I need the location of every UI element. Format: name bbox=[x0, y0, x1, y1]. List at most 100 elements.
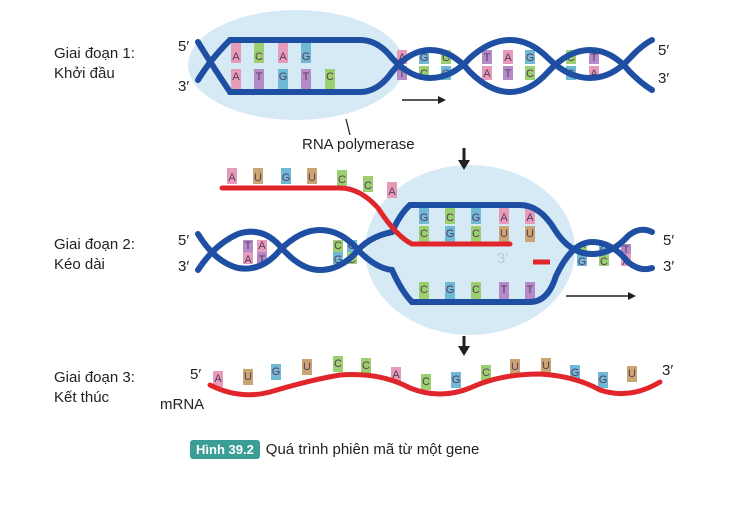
stage2-left-top-base-letter: A bbox=[258, 240, 266, 252]
stage2-left-bottom-base-letter: A bbox=[244, 254, 252, 266]
stage2-template-rna-base: U bbox=[499, 226, 509, 242]
stage1-helix-bottom-base: T bbox=[503, 66, 513, 80]
stage-3-title: Giai đoạn 3: bbox=[54, 369, 135, 386]
down-arrow-1-head bbox=[458, 160, 470, 170]
stage2-template-top-base-letter: C bbox=[446, 212, 454, 224]
stage2-left-3prime: 3′ bbox=[178, 258, 190, 275]
stage-3-label: Giai đoạn 3: Kết thúc bbox=[54, 368, 135, 408]
stage1-open-bottom-base: G bbox=[278, 69, 288, 89]
stage2-right-3prime: 3′ bbox=[663, 258, 675, 275]
stage1-open-top-base: A bbox=[278, 43, 288, 63]
stage2-template-rna-base-letter: U bbox=[500, 228, 508, 240]
stage3-mrna-base-letter: G bbox=[571, 367, 580, 379]
stage3-mrna-base-letter: G bbox=[452, 374, 461, 386]
stage2-coding-bottom-base: T bbox=[499, 282, 509, 300]
stage3-mrna-base: G bbox=[271, 364, 281, 380]
stage2-template-rna-base: G bbox=[445, 226, 455, 242]
stage1-open-top-base: G bbox=[301, 43, 311, 63]
stage1-arrowhead bbox=[438, 96, 446, 104]
rna-polymerase-pointer bbox=[345, 118, 351, 136]
stage1-open-bottom-base-letter: A bbox=[232, 71, 240, 83]
stage3-mrna-base-letter: G bbox=[599, 374, 608, 386]
stage3-mrna-base-letter: G bbox=[272, 366, 281, 378]
figure-caption: Hình 39.2 Quá trình phiên mã từ một gene bbox=[190, 438, 479, 460]
stage1-helix-bottom-base-letter: T bbox=[399, 68, 406, 80]
stage2-template-rna-base-letter: U bbox=[526, 228, 534, 240]
down-arrow-2-head bbox=[458, 346, 470, 356]
stage1-open-top-base-letter: A bbox=[232, 51, 240, 63]
stage2-mrna-base-letter: U bbox=[254, 172, 262, 184]
stage2-right-bottom-base-letter: G bbox=[578, 256, 587, 268]
stage2-coding-bottom-base-letter: T bbox=[527, 284, 534, 296]
stage1-helix-bottom-base: T bbox=[397, 66, 407, 80]
stage2-template-rna-base: U bbox=[525, 226, 535, 242]
stage2-left-top-base: T bbox=[243, 240, 253, 252]
stage3-5prime: 5′ bbox=[190, 366, 202, 383]
stage1-helix-bottom-base: C bbox=[525, 66, 535, 80]
stage2-mrna-base-letter: G bbox=[282, 172, 291, 184]
stage3-mrna-base-letter: U bbox=[511, 361, 519, 373]
stage3-mrna-base-letter: U bbox=[303, 361, 311, 373]
stage1-helix-top-base-letter: T bbox=[591, 52, 598, 64]
stage2-mrna-base: C bbox=[363, 176, 373, 192]
stage1-right-3prime: 3′ bbox=[658, 70, 670, 87]
stage2-coding-bottom-base: G bbox=[445, 282, 455, 300]
stage1-open-bottom-base-letter: T bbox=[256, 71, 263, 83]
stage3-mrna-base: U bbox=[541, 358, 551, 374]
stage3-mrna-base-letter: U bbox=[542, 360, 550, 372]
stage3-mrna-base: U bbox=[302, 359, 312, 375]
stage3-mrna-base-letter: C bbox=[422, 376, 430, 388]
stage2-mrna-base-letter: C bbox=[364, 180, 372, 192]
stage2-mrna-base: G bbox=[281, 168, 291, 184]
stage1-helix-bottom-base-letter: A bbox=[590, 68, 598, 80]
stage1-helix-top-base-letter: C bbox=[442, 52, 450, 64]
stage1-right-5prime: 5′ bbox=[658, 42, 670, 59]
stage2-left-top-base: A bbox=[257, 240, 267, 252]
stage2-coding-bottom-base-letter: T bbox=[501, 284, 508, 296]
stage1-helix-top-base: A bbox=[503, 50, 513, 64]
stage1-open-top-base-letter: A bbox=[279, 51, 287, 63]
stage2-left-bottom-base: G bbox=[333, 252, 343, 266]
stage2-coding-bottom-base-letter: G bbox=[446, 284, 455, 296]
stage-1-label: Giai đoạn 1: Khởi đầu bbox=[54, 44, 135, 84]
stage1-dna bbox=[195, 36, 655, 96]
stage1-helix-top-base-letter: A bbox=[504, 52, 512, 64]
stage1-top-strand bbox=[195, 36, 655, 83]
stage2-template-rna-base: C bbox=[471, 226, 481, 242]
stage3-mrna-base: U bbox=[510, 359, 520, 375]
stage2-left-top-base-letter: C bbox=[334, 240, 342, 252]
stage1-helix-bottom-base-letter: C bbox=[420, 68, 428, 80]
stage2-dna bbox=[195, 202, 655, 305]
stage2-right-bottom-base-letter: C bbox=[600, 256, 608, 268]
stage2-template-top-base: G bbox=[471, 208, 481, 224]
stage1-helix-bottom-base-letter: A bbox=[483, 68, 491, 80]
stage3-mrna-base-letter: C bbox=[334, 358, 342, 370]
stage1-open-top-base: C bbox=[254, 43, 264, 63]
stage2-template-top-base: G bbox=[419, 208, 429, 224]
stage2-right-5prime: 5′ bbox=[663, 232, 675, 249]
stage2-mrna-base: U bbox=[307, 168, 317, 184]
stage2-template-top-base-letter: G bbox=[420, 212, 429, 224]
stage2-coding-bottom-base: C bbox=[471, 282, 481, 300]
stage3-mrna-base-letter: A bbox=[214, 373, 222, 385]
rna-polymerase-label: RNA polymerase bbox=[302, 136, 415, 153]
stage1-helix-top-base-letter: C bbox=[567, 52, 575, 64]
stage1-helix-top-base: G bbox=[525, 50, 535, 64]
stage-2-label: Giai đoạn 2: Kéo dài bbox=[54, 235, 135, 275]
stage1-helix-bottom-base-letter: C bbox=[526, 68, 534, 80]
stage3-mrna-base: G bbox=[570, 365, 580, 381]
stage2-coding-bottom-base: C bbox=[419, 282, 429, 300]
stage2-left-strand-a bbox=[195, 202, 655, 274]
stage2-right-top-base: T bbox=[621, 244, 631, 256]
stage3-mrna-base: C bbox=[333, 356, 343, 372]
stage3-mrna-base: C bbox=[421, 374, 431, 390]
stage2-mrna-strand bbox=[219, 185, 513, 247]
stage2-template-top-base-letter: G bbox=[472, 212, 481, 224]
stage2-template-top-base: A bbox=[525, 208, 535, 224]
stage2-mrna-base-letter: A bbox=[388, 186, 396, 198]
stage3-mrna-base: A bbox=[391, 367, 401, 383]
stage-3-name: Kết thúc bbox=[54, 389, 110, 406]
stage2-right-top-base-letter: T bbox=[623, 244, 630, 256]
